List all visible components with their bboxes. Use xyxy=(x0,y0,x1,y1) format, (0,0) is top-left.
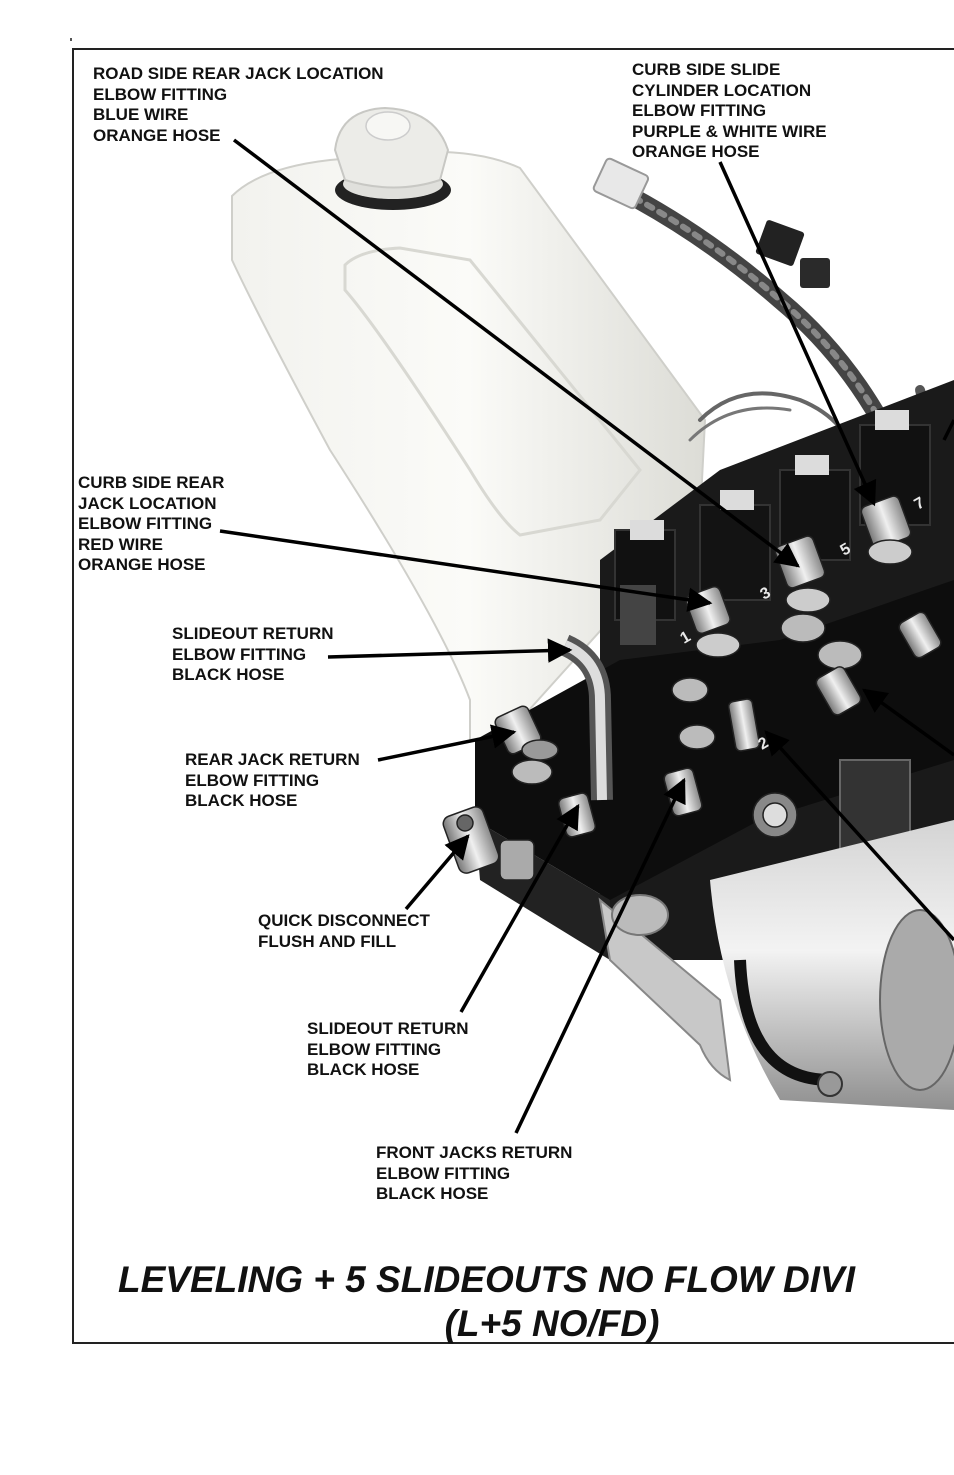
callout-road-side-rear-jack: ROAD SIDE REAR JACK LOCATION ELBOW FITTI… xyxy=(93,64,384,145)
leader-arrows xyxy=(219,138,954,1134)
callout-rear-jack-return: REAR JACK RETURN ELBOW FITTING BLACK HOS… xyxy=(185,750,360,810)
arrow-curb-side-slide xyxy=(718,161,877,507)
callout-front-jacks-return: FRONT JACKS RETURN ELBOW FITTING BLACK H… xyxy=(376,1143,573,1203)
arrow-right-1 xyxy=(862,688,954,757)
arrow-quick-disconnect xyxy=(404,834,470,911)
caption-title: LEVELING + 5 SLIDEOUTS NO FLOW DIVI xyxy=(118,1259,855,1300)
pump-motor xyxy=(598,820,954,1110)
callout-quick-disconnect: QUICK DISCONNECT FLUSH AND FILL xyxy=(258,911,430,951)
arrow-slideout-return-1 xyxy=(327,638,573,663)
arrow-road-side-rear xyxy=(232,138,800,568)
arrow-front-jacks-return xyxy=(514,777,686,1134)
reservoir-tank xyxy=(231,106,707,742)
arrow-slideout-return-2 xyxy=(459,803,580,1013)
arrow-rear-jack-return xyxy=(377,724,517,762)
stray-mark xyxy=(70,38,72,41)
diagram-frame xyxy=(72,48,954,1344)
callout-curb-side-slide-cylinder: CURB SIDE SLIDE CYLINDER LOCATION ELBOW … xyxy=(632,60,827,161)
arrow-right-2 xyxy=(764,730,954,942)
callout-curb-side-rear-jack: CURB SIDE REAR JACK LOCATION ELBOW FITTI… xyxy=(78,473,225,574)
arrow-curb-side-rear xyxy=(219,529,713,612)
callout-slideout-return-lower: SLIDEOUT RETURN ELBOW FITTING BLACK HOSE xyxy=(307,1019,469,1079)
caption-subtitle: (L+5 NO/FD) xyxy=(444,1303,660,1344)
callout-slideout-return-upper: SLIDEOUT RETURN ELBOW FITTING BLACK HOSE xyxy=(172,624,334,684)
